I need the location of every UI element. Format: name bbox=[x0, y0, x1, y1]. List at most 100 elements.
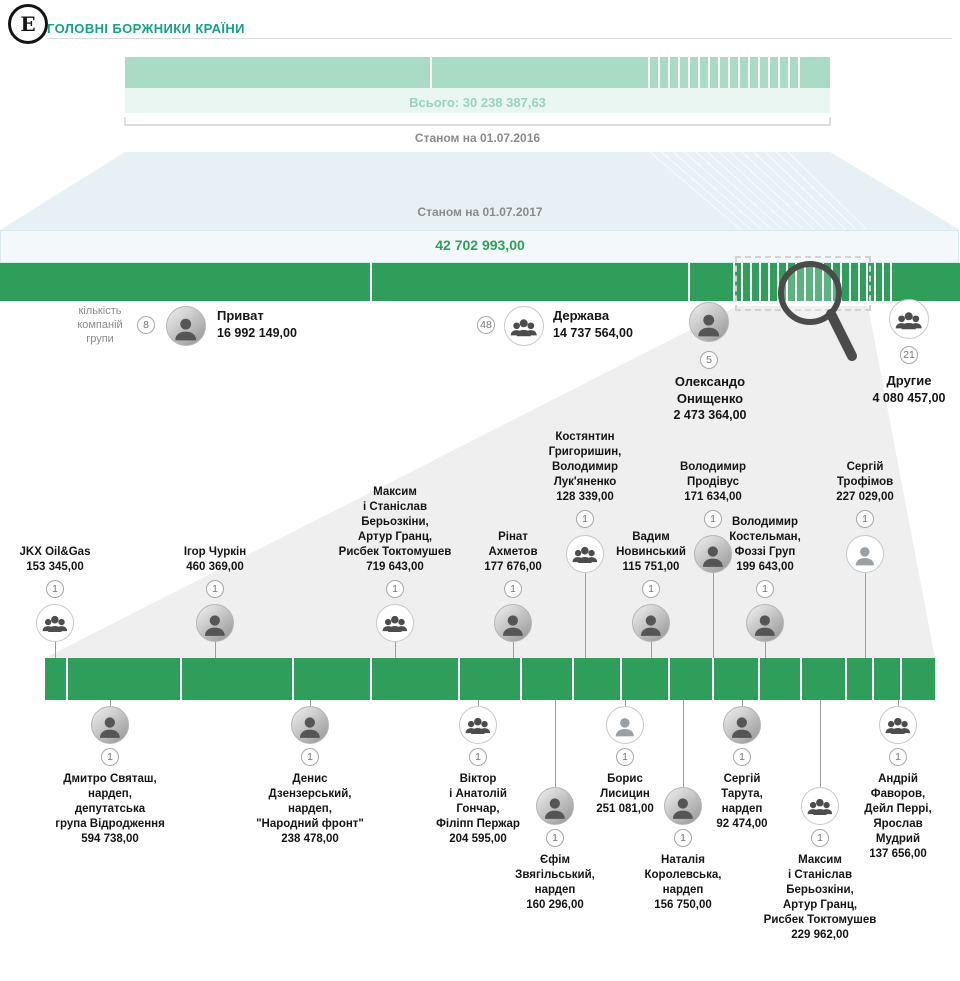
debtor-avatar-people bbox=[376, 604, 414, 642]
group-count-privat: 8 bbox=[137, 316, 155, 334]
debtor-avatar-photo bbox=[196, 604, 234, 642]
bar-segment-divider bbox=[866, 263, 868, 301]
debtor-avatar-people bbox=[459, 706, 497, 744]
debtor-name: Віктор і Анатолій Гончар, Філіпп Пержар bbox=[436, 773, 520, 830]
bar-segment-divider bbox=[778, 57, 780, 88]
bar-segment-divider bbox=[786, 263, 788, 301]
debtor-amount: 460 369,00 bbox=[186, 561, 244, 573]
debtor-connector-line bbox=[513, 642, 514, 658]
bar-segment-divider bbox=[668, 658, 670, 700]
bar-segment-divider bbox=[813, 263, 815, 301]
debtor-amount: 227 029,00 bbox=[836, 491, 894, 503]
debtor-company-count: 1 bbox=[856, 510, 874, 528]
debtor-amount: 92 474,00 bbox=[716, 818, 768, 830]
debtor-amount: 115 751,00 bbox=[622, 561, 680, 573]
debtor-amount: 238 478,00 bbox=[281, 833, 339, 845]
drugie-group-icon bbox=[889, 299, 929, 339]
debtor-connector-line bbox=[898, 700, 899, 706]
bar-segment-divider bbox=[890, 263, 892, 301]
debtor-amount: 153 345,00 bbox=[26, 561, 84, 573]
title-divider bbox=[47, 38, 952, 39]
debtor-connector-line bbox=[478, 700, 479, 706]
debtor-avatar-person bbox=[606, 706, 644, 744]
bar-segment-divider bbox=[777, 263, 779, 301]
debtor-company-count: 1 bbox=[46, 580, 64, 598]
debtor-connector-line bbox=[651, 642, 652, 658]
bar-segment-divider bbox=[648, 57, 650, 88]
bar-segment-divider bbox=[795, 263, 797, 301]
magnifier-icon bbox=[778, 261, 857, 361]
debtor-name: Наталія Королевська, нардеп bbox=[644, 854, 722, 896]
bar-segment-divider bbox=[688, 57, 690, 88]
group-count-onyshchenko: 5 bbox=[700, 351, 718, 369]
bar-segment-divider bbox=[458, 658, 460, 700]
group-amount-onyshchenko: 2 473 364,00 bbox=[673, 408, 747, 422]
bar-segment-divider bbox=[658, 57, 660, 88]
debtor-connector-line bbox=[555, 700, 556, 787]
debtor-connector-line bbox=[765, 642, 766, 658]
debtor-connector-line bbox=[310, 700, 311, 706]
debtor-name: Денис Дзензерський, нардеп, "Народний фр… bbox=[256, 773, 364, 830]
debtor-amount: 719 643,00 bbox=[366, 561, 424, 573]
bar-segment-divider bbox=[845, 658, 847, 700]
debt-bar-2016 bbox=[125, 57, 830, 88]
debtor-company-count: 1 bbox=[576, 510, 594, 528]
group-amount-drugie: 4 080 457,00 bbox=[872, 391, 946, 405]
debtor-amount: 204 595,00 bbox=[449, 833, 507, 845]
debtor-avatar-photo bbox=[291, 706, 329, 744]
group-name-onyshchenko: Олександо Онищенко bbox=[674, 374, 746, 406]
bar-segment-divider bbox=[370, 658, 372, 700]
debtor-company-count: 1 bbox=[206, 580, 224, 598]
bar-segment-divider bbox=[758, 658, 760, 700]
total-2017-label: 42 702 993,00 bbox=[435, 237, 525, 253]
debtor-connector-line bbox=[55, 642, 56, 658]
bar-segment-divider bbox=[180, 658, 182, 700]
bar-segment-divider bbox=[430, 57, 432, 88]
bar-segment-divider bbox=[800, 658, 802, 700]
debtor-name: Ігор Чуркін bbox=[183, 546, 247, 558]
bar-segment-divider bbox=[788, 57, 790, 88]
debtor-company-count: 1 bbox=[301, 748, 319, 766]
debtor-company-count: 1 bbox=[616, 748, 634, 766]
bar-segment-divider bbox=[849, 263, 851, 301]
debtor-name: JKX Oil&Gas bbox=[19, 546, 91, 558]
bar-segment-divider bbox=[858, 263, 860, 301]
bar-segment-divider bbox=[822, 263, 824, 301]
debtor-name: Сергій Трофімов bbox=[836, 461, 894, 488]
group-count-derzhava: 48 bbox=[477, 316, 495, 334]
debtor-connector-line bbox=[865, 573, 866, 658]
debtor-company-count: 1 bbox=[642, 580, 660, 598]
magnified-region-outline bbox=[735, 256, 871, 311]
debtor-amount: 137 656,00 bbox=[869, 848, 927, 860]
debtor-name: Максим і Станіслав Берьозкіни, Артур Гра… bbox=[763, 854, 877, 926]
bar-segment-divider bbox=[66, 658, 68, 700]
bar-segment-divider bbox=[804, 263, 806, 301]
bar-segment-divider bbox=[678, 57, 680, 88]
debtor-amount: 128 339,00 bbox=[556, 491, 614, 503]
bar-segment-divider bbox=[708, 57, 710, 88]
companies-count-legend: кількість компаній групи bbox=[77, 305, 123, 345]
debtor-company-count: 1 bbox=[889, 748, 907, 766]
derzhava-group-icon bbox=[504, 306, 544, 346]
bar-segment-divider bbox=[840, 263, 842, 301]
debtor-name: Єфім Звягільський, нардеп bbox=[515, 854, 595, 896]
debtor-name: Костянтин Григоришин, Володимир Лук'янен… bbox=[548, 431, 622, 488]
debtor-amount: 160 296,00 bbox=[526, 899, 584, 911]
debtor-company-count: 1 bbox=[504, 580, 522, 598]
debtor-connector-line bbox=[585, 573, 586, 658]
debtor-avatar-people bbox=[879, 706, 917, 744]
bar-segment-divider bbox=[750, 263, 752, 301]
debtor-avatar-photo bbox=[723, 706, 761, 744]
bar-segment-divider bbox=[741, 263, 743, 301]
debtor-connector-line bbox=[110, 700, 111, 706]
privat-avatar bbox=[166, 306, 206, 346]
bar-segment-divider bbox=[768, 263, 770, 301]
bar-segment-divider bbox=[748, 57, 750, 88]
debtor-amount: 199 643,00 bbox=[736, 561, 794, 573]
bar-segment-divider bbox=[758, 57, 760, 88]
debtor-connector-line bbox=[215, 642, 216, 658]
debtor-avatar-photo bbox=[91, 706, 129, 744]
bar-segment-divider bbox=[292, 658, 294, 700]
debtor-avatar-photo bbox=[694, 535, 732, 573]
debtor-name: Рінат Ахметов bbox=[488, 531, 538, 558]
